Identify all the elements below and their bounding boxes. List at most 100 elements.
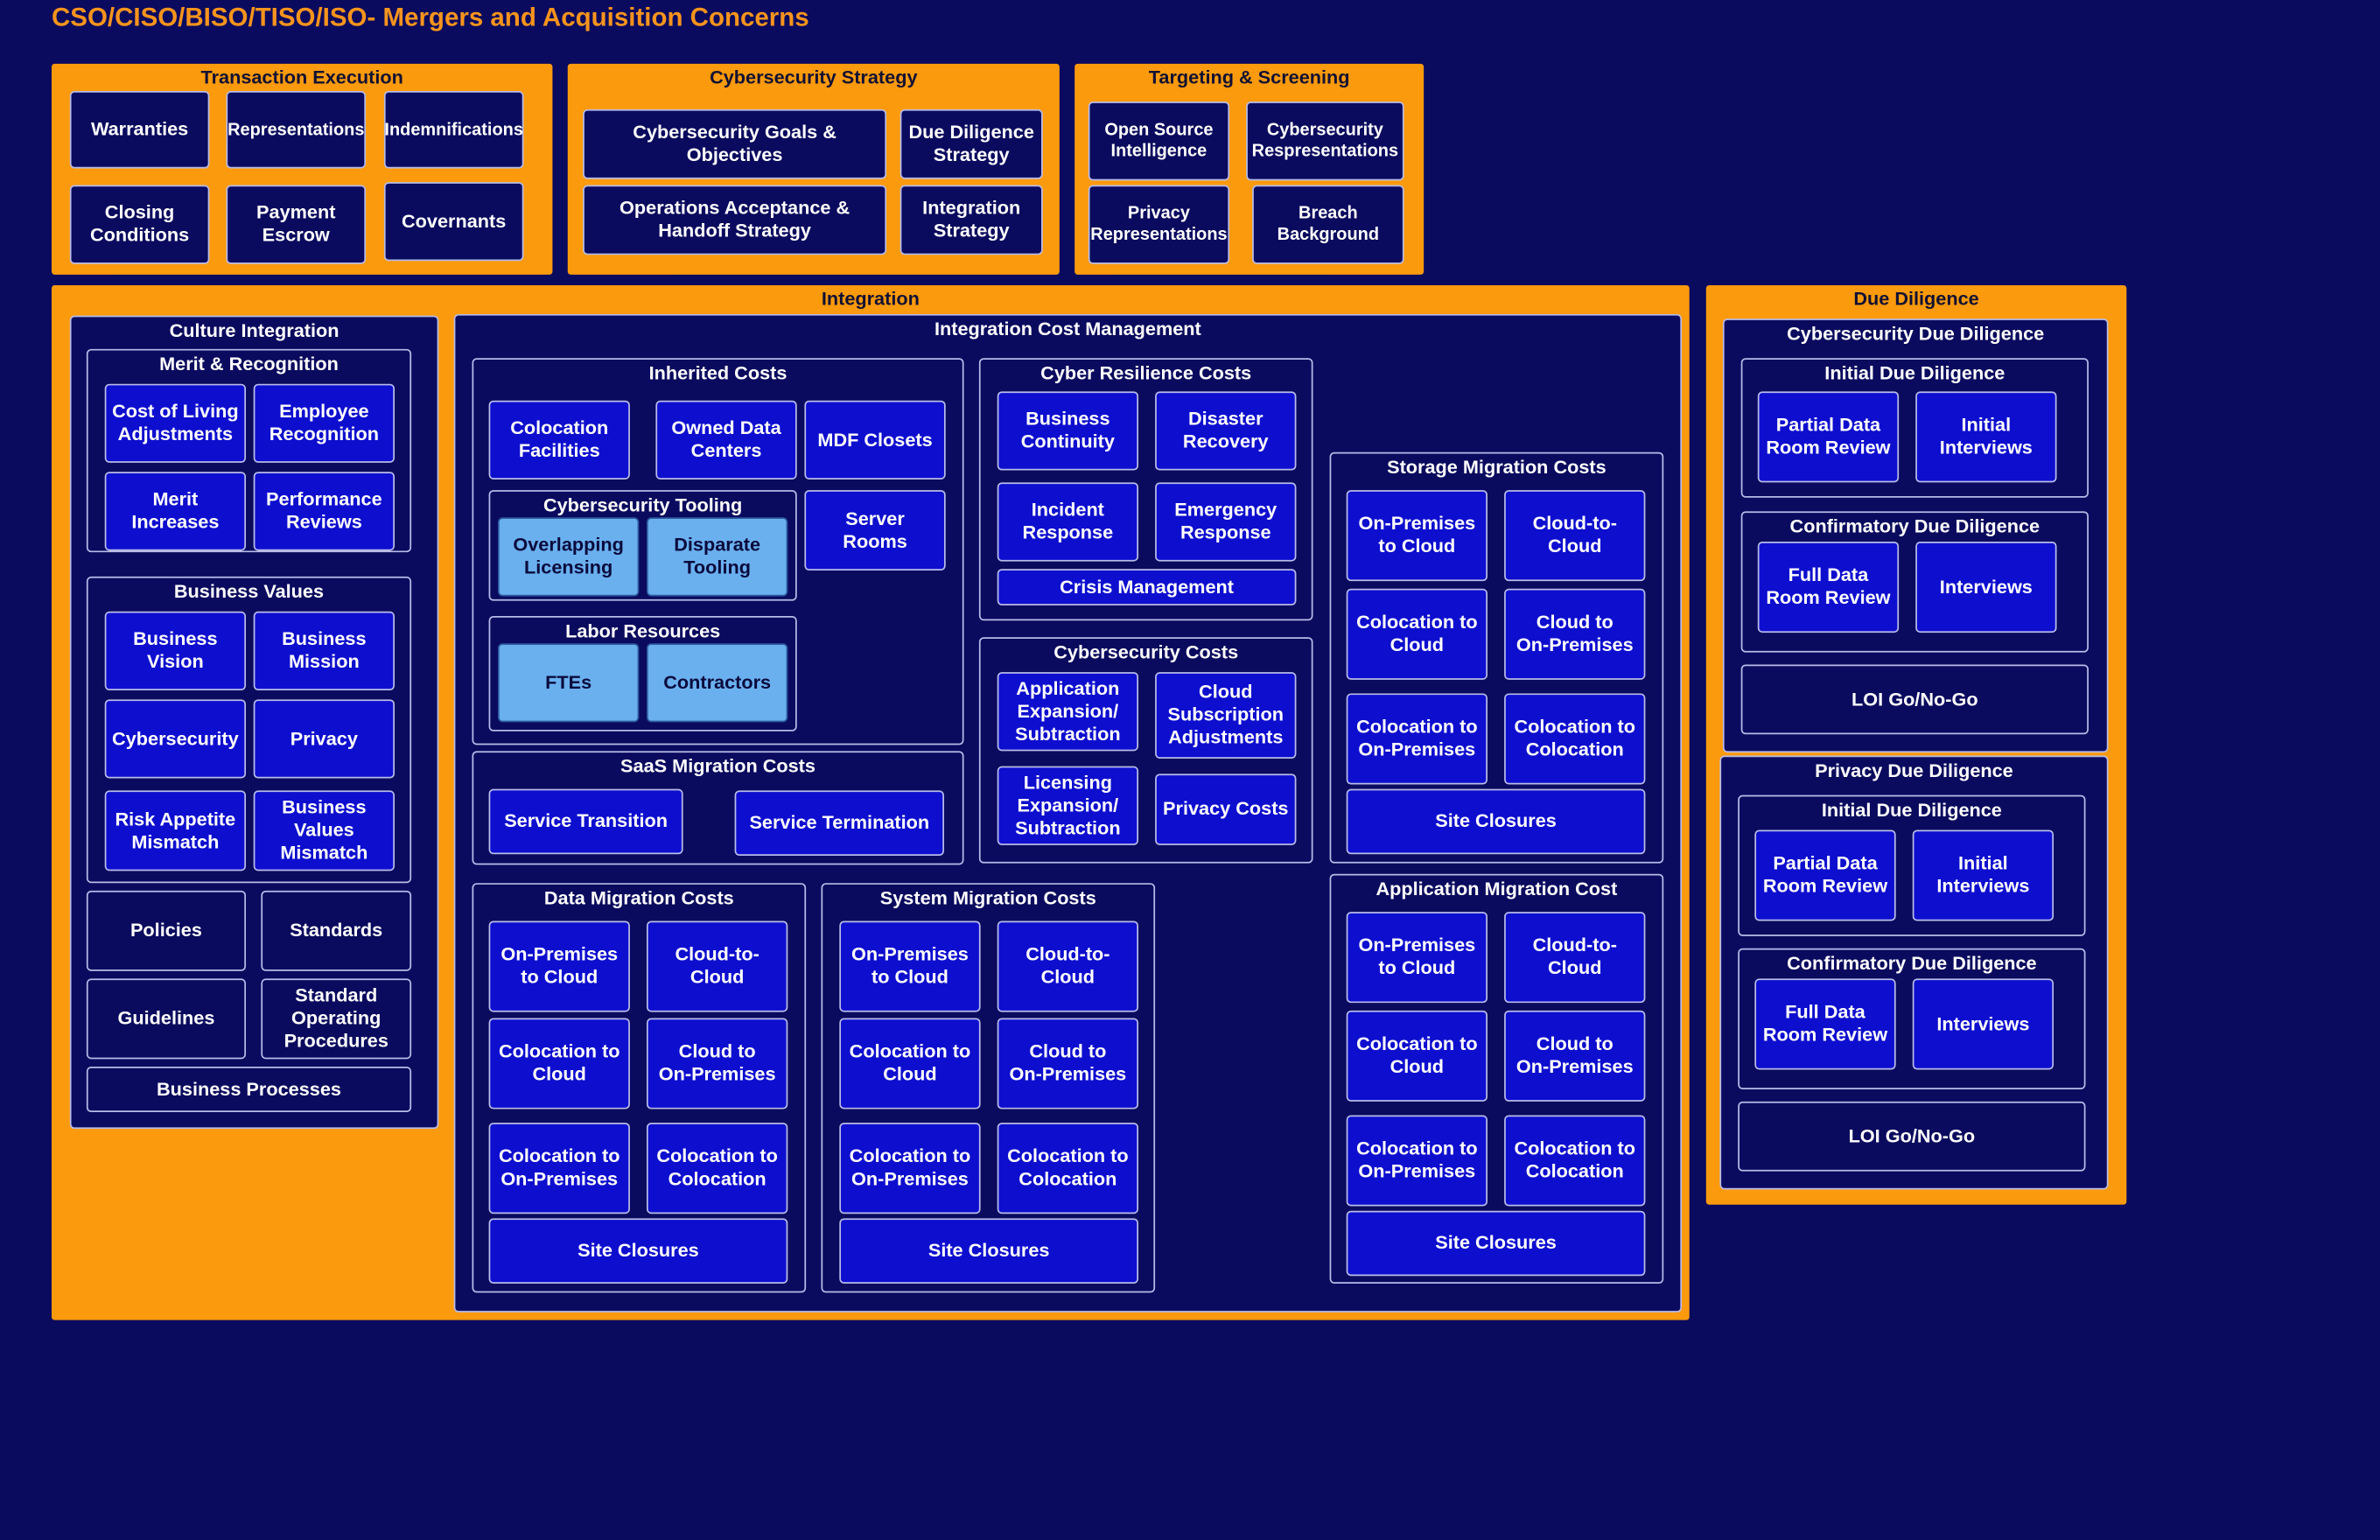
group-label: Due Diligence bbox=[1853, 288, 1979, 310]
data-colocation-to-colocation-box: Colocation to Colocation bbox=[646, 1123, 788, 1214]
closing-conditions-box: Closing Conditions bbox=[69, 185, 210, 264]
cyber-partial-data-room-box: Partial Data Room Review bbox=[1757, 391, 1900, 483]
business-mission-box: Business Mission bbox=[253, 611, 396, 690]
covenants-box: Covernants bbox=[383, 182, 524, 262]
system-colocation-to-cloud-box: Colocation to Cloud bbox=[839, 1018, 981, 1110]
licensing-expansion-box: Licensing Expansion/ Subtraction bbox=[997, 766, 1139, 845]
targeting-screening-group: Targeting & Screening Open Source Intell… bbox=[1074, 63, 1424, 275]
group-label: Targeting & Screening bbox=[1148, 66, 1350, 88]
cost-of-living-box: Cost of Living Adjustments bbox=[104, 383, 247, 463]
panel-label: Application Migration Cost bbox=[1376, 878, 1618, 900]
overlapping-licensing-box: Overlapping Licensing bbox=[497, 517, 640, 597]
app-onprem-to-cloud-box: On-Premises to Cloud bbox=[1346, 912, 1488, 1004]
disparate-tooling-box: Disparate Tooling bbox=[646, 517, 788, 597]
group-label: Transaction Execution bbox=[200, 66, 403, 88]
transaction-execution-group: Transaction Execution Warranties Represe… bbox=[51, 63, 553, 275]
panel-label: Storage Migration Costs bbox=[1387, 456, 1606, 479]
app-site-closures-box: Site Closures bbox=[1346, 1210, 1646, 1277]
operations-acceptance-box: Operations Acceptance & Handoff Strategy bbox=[583, 185, 887, 256]
emergency-response-box: Emergency Response bbox=[1155, 482, 1297, 562]
storage-colocation-to-onprem-box: Colocation to On-Premises bbox=[1346, 693, 1488, 785]
goals-objectives-box: Cybersecurity Goals & Objectives bbox=[583, 108, 887, 179]
app-cloud-to-cloud-box: Cloud-to-Cloud bbox=[1504, 912, 1646, 1004]
contractors-box: Contractors bbox=[646, 643, 788, 723]
app-colocation-to-colocation-box: Colocation to Colocation bbox=[1504, 1115, 1646, 1207]
panel-label: Initial Due Diligence bbox=[1824, 362, 2006, 384]
panel-label: Cybersecurity Due Diligence bbox=[1787, 323, 2045, 345]
business-vision-box: Business Vision bbox=[104, 611, 247, 690]
panel-label: Merit & Recognition bbox=[159, 354, 339, 375]
business-processes-box: Business Processes bbox=[86, 1067, 412, 1113]
performance-reviews-box: Performance Reviews bbox=[253, 472, 396, 551]
service-transition-box: Service Transition bbox=[488, 788, 683, 855]
crisis-management-box: Crisis Management bbox=[997, 569, 1297, 606]
panel-label: Cyber Resilience Costs bbox=[1040, 362, 1252, 384]
panel-label: Culture Integration bbox=[169, 319, 340, 342]
system-cloud-to-onprem-box: Cloud to On-Premises bbox=[997, 1018, 1139, 1110]
mdf-closets-box: MDF Closets bbox=[804, 400, 946, 480]
data-site-closures-box: Site Closures bbox=[488, 1218, 788, 1284]
cyber-loi-go-no-go-box: LOI Go/No-Go bbox=[1740, 664, 2089, 735]
representations-box: Representations bbox=[226, 91, 367, 169]
storage-cloud-to-onprem-box: Cloud to On-Premises bbox=[1504, 588, 1646, 680]
privacy-full-data-room-box: Full Data Room Review bbox=[1754, 978, 1896, 1070]
employee-recognition-box: Employee Recognition bbox=[253, 383, 396, 463]
values-mismatch-box: Business Values Mismatch bbox=[253, 790, 396, 872]
storage-site-closures-box: Site Closures bbox=[1346, 788, 1646, 855]
privacy-costs-box: Privacy Costs bbox=[1155, 774, 1297, 845]
privacy-partial-data-room-box: Partial Data Room Review bbox=[1754, 830, 1896, 921]
panel-label: System Migration Costs bbox=[879, 887, 1096, 909]
colocation-facilities-box: Colocation Facilities bbox=[488, 400, 630, 480]
data-colocation-to-cloud-box: Colocation to Cloud bbox=[488, 1018, 630, 1110]
cyber-initial-interviews-box: Initial Interviews bbox=[1915, 391, 2057, 483]
system-onprem-to-cloud-box: On-Premises to Cloud bbox=[839, 920, 981, 1012]
panel-label: Confirmatory Due Diligence bbox=[1787, 952, 2037, 975]
disaster-recovery-box: Disaster Recovery bbox=[1155, 391, 1297, 471]
breach-background-box: Breach Background bbox=[1252, 185, 1404, 264]
privacy-representations-box: Privacy Representations bbox=[1088, 185, 1230, 264]
merit-increases-box: Merit Increases bbox=[104, 472, 247, 551]
privacy-value-box: Privacy bbox=[253, 699, 396, 779]
group-label: Integration bbox=[821, 288, 920, 310]
panel-label: Cybersecurity Tooling bbox=[542, 494, 743, 516]
panel-label: Labor Resources bbox=[565, 620, 721, 642]
app-colocation-to-onprem-box: Colocation to On-Premises bbox=[1346, 1115, 1488, 1207]
sop-box: Standard Operating Procedures bbox=[261, 978, 412, 1060]
integration-strategy-box: Integration Strategy bbox=[900, 185, 1043, 256]
panel-label: Integration Cost Management bbox=[934, 318, 1201, 340]
storage-cloud-to-cloud-box: Cloud-to-Cloud bbox=[1504, 490, 1646, 582]
app-cloud-to-onprem-box: Cloud to On-Premises bbox=[1504, 1010, 1646, 1102]
owned-data-centers-box: Owned Data Centers bbox=[655, 400, 797, 480]
service-termination-box: Service Termination bbox=[734, 790, 944, 856]
panel-label: Privacy Due Diligence bbox=[1815, 760, 2013, 782]
storage-colocation-to-cloud-box: Colocation to Cloud bbox=[1346, 588, 1488, 680]
system-colocation-to-onprem-box: Colocation to On-Premises bbox=[839, 1123, 981, 1214]
server-rooms-box: Server Rooms bbox=[804, 490, 946, 570]
ftes-box: FTEs bbox=[497, 643, 640, 723]
page-title: CSO/CISO/BISO/TISO/ISO- Mergers and Acqu… bbox=[51, 3, 809, 32]
panel-label: Inherited Costs bbox=[648, 362, 788, 384]
system-colocation-to-colocation-box: Colocation to Colocation bbox=[997, 1123, 1139, 1214]
panel-label: Data Migration Costs bbox=[543, 887, 734, 909]
payment-escrow-box: Payment Escrow bbox=[226, 185, 367, 264]
panel-label: Initial Due Diligence bbox=[1821, 799, 2002, 822]
group-label: Cybersecurity Strategy bbox=[710, 66, 918, 88]
guidelines-box: Guidelines bbox=[86, 978, 247, 1060]
cloud-subscription-box: Cloud Subscription Adjustments bbox=[1155, 672, 1297, 759]
indemnifications-box: Indemnifications bbox=[383, 91, 524, 169]
incident-response-box: Incident Response bbox=[997, 482, 1139, 562]
due-diligence-strategy-box: Due Diligence Strategy bbox=[900, 108, 1043, 179]
application-expansion-box: Application Expansion/ Subtraction bbox=[997, 672, 1139, 752]
panel-label: Cybersecurity Costs bbox=[1054, 641, 1239, 663]
cybersecurity-representations-box: Cybersecurity Respresentations bbox=[1246, 102, 1404, 181]
policies-box: Policies bbox=[86, 890, 247, 971]
panel-label: Confirmatory Due Diligence bbox=[1789, 515, 2040, 537]
storage-onprem-to-cloud-box: On-Premises to Cloud bbox=[1346, 490, 1488, 582]
panel-label: SaaS Migration Costs bbox=[620, 755, 816, 777]
cyber-full-data-room-box: Full Data Room Review bbox=[1757, 542, 1900, 634]
storage-colocation-to-colocation-box: Colocation to Colocation bbox=[1504, 693, 1646, 785]
warranties-box: Warranties bbox=[69, 91, 210, 169]
risk-appetite-box: Risk Appetite Mismatch bbox=[104, 790, 247, 872]
app-colocation-to-cloud-box: Colocation to Cloud bbox=[1346, 1010, 1488, 1102]
